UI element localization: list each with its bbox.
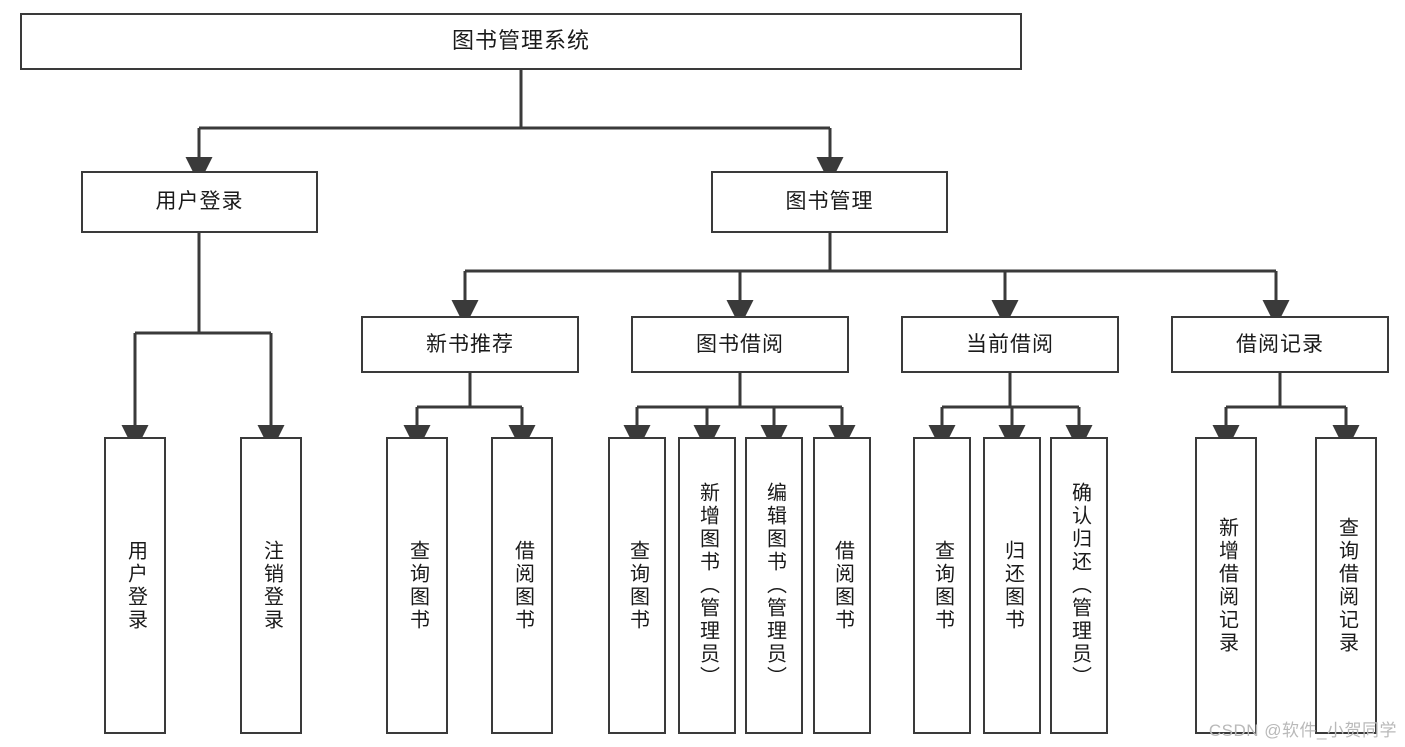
leaf-query-books-recommend[interactable]: 查询图书 [386,437,448,734]
leaf-borrow-books-recommend-label: 借阅图书 [511,539,534,632]
node-current-borrow[interactable]: 当前借阅 [901,316,1119,373]
leaf-edit-book-admin[interactable]: 编辑图书（管理员） [745,437,803,734]
leaf-user-login[interactable]: 用户登录 [104,437,166,734]
node-root-label: 图书管理系统 [451,28,590,54]
leaf-query-borrow-record[interactable]: 查询借阅记录 [1315,437,1377,734]
leaf-borrow-book-label: 借阅图书 [831,539,854,632]
watermark: CSDN @软件_小贺同学 [1208,721,1397,740]
node-root[interactable]: 图书管理系统 [20,13,1022,70]
leaf-query-borrow-record-label: 查询借阅记录 [1335,516,1358,655]
leaf-query-books-current-label: 查询图书 [931,539,954,632]
leaf-query-books-borrow[interactable]: 查询图书 [608,437,666,734]
leaf-query-books-borrow-label: 查询图书 [626,539,649,632]
leaf-edit-book-admin-label: 编辑图书（管理员） [763,482,786,689]
leaf-confirm-return-admin-label: 确认归还（管理员） [1068,482,1091,689]
leaf-add-borrow-record[interactable]: 新增借阅记录 [1195,437,1257,734]
node-borrow-records[interactable]: 借阅记录 [1171,316,1389,373]
node-user-login[interactable]: 用户登录 [81,171,318,233]
node-book-borrow[interactable]: 图书借阅 [631,316,849,373]
leaf-return-book[interactable]: 归还图书 [983,437,1041,734]
leaf-add-book-admin-label: 新增图书（管理员） [696,482,719,689]
node-borrow-records-label: 借阅记录 [1236,332,1324,356]
leaf-add-book-admin[interactable]: 新增图书（管理员） [678,437,736,734]
node-user-login-label: 用户登录 [155,190,244,214]
leaf-add-borrow-record-label: 新增借阅记录 [1215,516,1238,655]
node-book-borrow-label: 图书借阅 [696,332,784,356]
leaf-logout[interactable]: 注销登录 [240,437,302,734]
node-book-management[interactable]: 图书管理 [711,171,948,233]
leaf-logout-label: 注销登录 [260,539,283,632]
leaf-query-books-recommend-label: 查询图书 [406,539,429,632]
leaf-borrow-books-recommend[interactable]: 借阅图书 [491,437,553,734]
node-new-book-recommend[interactable]: 新书推荐 [361,316,579,373]
leaf-return-book-label: 归还图书 [1001,539,1024,632]
leaf-borrow-book[interactable]: 借阅图书 [813,437,871,734]
node-current-borrow-label: 当前借阅 [966,332,1054,356]
leaf-query-books-current[interactable]: 查询图书 [913,437,971,734]
leaf-user-login-label: 用户登录 [124,539,147,632]
node-book-management-label: 图书管理 [785,190,874,214]
node-new-book-recommend-label: 新书推荐 [426,332,514,356]
leaf-confirm-return-admin[interactable]: 确认归还（管理员） [1050,437,1108,734]
